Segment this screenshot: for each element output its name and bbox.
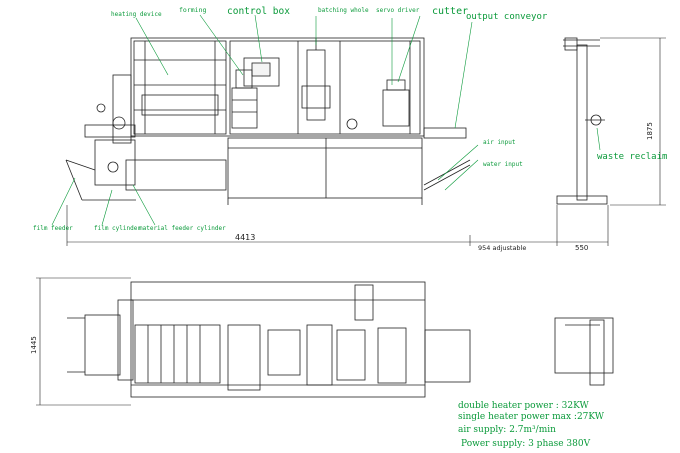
- plan-reclaim-unit: [554, 317, 614, 386]
- specifications: double heater power : 32KW single heater…: [458, 401, 605, 449]
- label-forming: forming: [179, 6, 206, 14]
- spec-power-supply: Power supply: 3 phase 380V: [461, 439, 591, 449]
- leader-lines: [51, 14, 601, 226]
- dim-height: 1875: [646, 122, 654, 140]
- callout-labels: heating device forming control box batch…: [33, 6, 667, 232]
- label-control-box: control box: [227, 6, 290, 17]
- waste-reclaim-unit: [556, 37, 608, 205]
- dim-reclaim-width: 550: [575, 244, 588, 252]
- label-film-feeder: film feeder: [33, 225, 73, 232]
- label-material-feeder-cylinder: material feeder cylinder: [139, 225, 226, 232]
- label-air-input: air input: [483, 139, 516, 146]
- dim-adjustable: 954 adjustable: [478, 244, 526, 252]
- spec-air-supply: air supply: 2.7m³/min: [458, 425, 556, 435]
- label-batching-whole: batching whole: [318, 7, 369, 14]
- dim-plan-width: 1445: [30, 336, 38, 354]
- label-film-cylinder: film cylinder: [94, 225, 141, 232]
- spec-double-heater: double heater power : 32KW: [458, 401, 590, 411]
- label-waste-reclaim: waste reclaim: [597, 152, 667, 162]
- front-view: [65, 37, 471, 205]
- dimension-lines: [36, 37, 666, 406]
- dimension-text: 4413 954 adjustable 550 1875 1445: [30, 122, 654, 354]
- dim-total-length: 4413: [235, 233, 255, 242]
- label-heating-device: heating device: [111, 11, 162, 18]
- label-cutter: cutter: [432, 6, 468, 17]
- label-water-input: water input: [483, 161, 523, 168]
- spec-single-heater: single heater power max :27KW: [458, 412, 605, 422]
- label-output-conveyor: output conveyor: [466, 12, 548, 22]
- plan-view: [67, 281, 471, 398]
- label-servo-driver: servo driver: [376, 7, 420, 14]
